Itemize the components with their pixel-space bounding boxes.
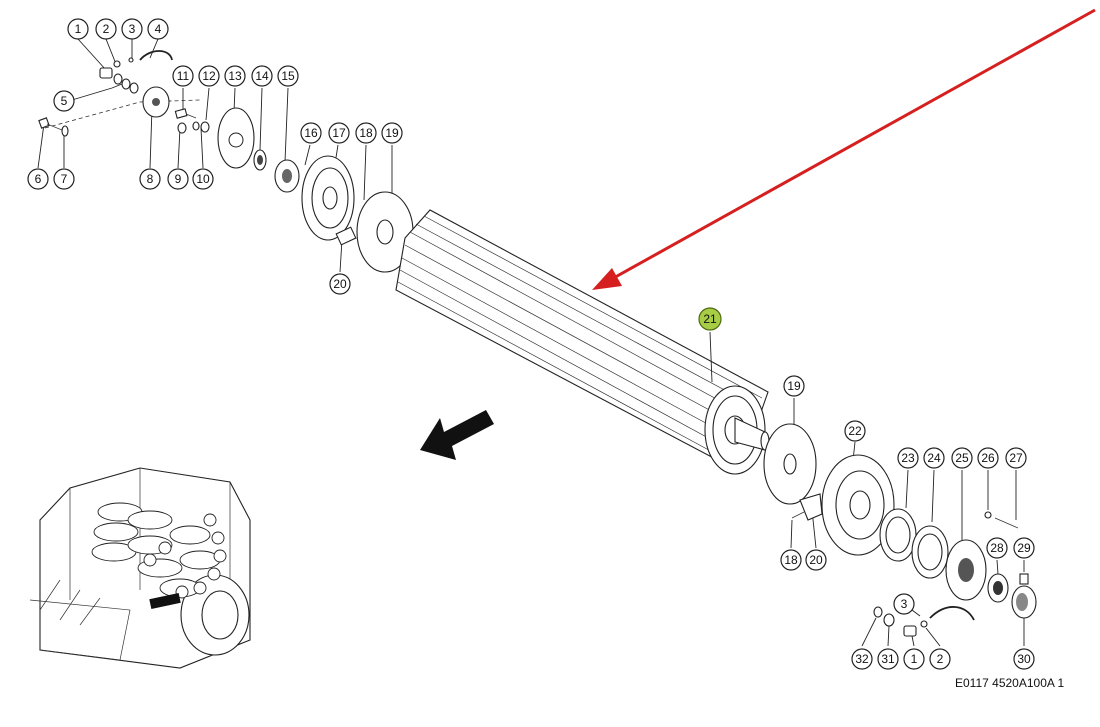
callout-25: 25 xyxy=(951,447,973,469)
svg-text:7: 7 xyxy=(61,172,68,186)
svg-text:2: 2 xyxy=(937,652,944,666)
svg-text:28: 28 xyxy=(990,541,1004,555)
callout-18-right: 18 xyxy=(780,549,802,571)
direction-arrow xyxy=(420,410,494,460)
svg-text:13: 13 xyxy=(228,69,242,83)
callout-14: 14 xyxy=(251,65,273,87)
callout-16: 16 xyxy=(300,122,322,144)
svg-text:26: 26 xyxy=(981,451,995,465)
callout-20: 20 xyxy=(329,273,351,295)
callout-26: 26 xyxy=(977,447,999,469)
callout-labels: 1 2 3 4 5 6 7 8 9 10 11 12 13 14 15 16 1… xyxy=(27,18,1035,670)
svg-text:19: 19 xyxy=(787,379,801,393)
callout-17: 17 xyxy=(328,122,350,144)
left-hardware-group xyxy=(37,38,414,273)
callout-29: 29 xyxy=(1013,537,1035,559)
svg-text:20: 20 xyxy=(809,553,823,567)
svg-text:23: 23 xyxy=(901,451,915,465)
callout-21-highlighted: 21 xyxy=(698,307,722,331)
svg-text:14: 14 xyxy=(255,69,269,83)
callout-23: 23 xyxy=(897,447,919,469)
callout-3: 3 xyxy=(121,18,143,40)
callout-2-lower: 2 xyxy=(929,648,951,670)
callout-18: 18 xyxy=(355,122,377,144)
svg-text:8: 8 xyxy=(147,172,154,186)
svg-text:32: 32 xyxy=(855,652,869,666)
callout-6: 6 xyxy=(27,168,49,190)
callout-12: 12 xyxy=(198,65,220,87)
callout-15: 15 xyxy=(277,65,299,87)
callout-9: 9 xyxy=(167,168,189,190)
callout-13: 13 xyxy=(224,65,246,87)
svg-text:11: 11 xyxy=(177,69,190,83)
callout-3-lower: 3 xyxy=(893,593,915,615)
callout-27: 27 xyxy=(1005,447,1027,469)
callout-30: 30 xyxy=(1013,648,1035,670)
svg-text:19: 19 xyxy=(385,126,399,140)
svg-text:20: 20 xyxy=(333,277,347,291)
red-pointer-arrow xyxy=(592,8,1096,290)
svg-text:4: 4 xyxy=(155,22,162,36)
right-hardware-group xyxy=(763,398,1037,647)
callout-8: 8 xyxy=(139,168,161,190)
svg-text:18: 18 xyxy=(784,553,798,567)
baler-thumbnail xyxy=(29,467,251,669)
svg-text:1: 1 xyxy=(75,22,82,36)
callout-19-right: 19 xyxy=(783,375,805,397)
callout-20-right: 20 xyxy=(805,549,827,571)
svg-text:6: 6 xyxy=(35,172,42,186)
callout-22: 22 xyxy=(844,420,866,442)
svg-text:27: 27 xyxy=(1009,451,1023,465)
svg-text:3: 3 xyxy=(901,597,908,611)
callout-2: 2 xyxy=(95,18,117,40)
svg-text:24: 24 xyxy=(927,451,941,465)
callout-28: 28 xyxy=(986,537,1008,559)
svg-text:22: 22 xyxy=(848,424,862,438)
roller-cylinder xyxy=(395,209,770,475)
diagram-reference-code: E0117 4520A100A 1 xyxy=(955,676,1065,690)
callout-4: 4 xyxy=(147,18,169,40)
svg-text:10: 10 xyxy=(196,172,210,186)
callout-1: 1 xyxy=(67,18,89,40)
svg-text:21: 21 xyxy=(703,312,717,326)
callout-1-lower: 1 xyxy=(903,648,925,670)
svg-text:9: 9 xyxy=(175,172,182,186)
callout-32: 32 xyxy=(851,648,873,670)
svg-text:2: 2 xyxy=(103,22,110,36)
svg-text:3: 3 xyxy=(129,22,136,36)
callout-11: 11 xyxy=(172,65,194,87)
svg-text:16: 16 xyxy=(304,126,318,140)
callout-19: 19 xyxy=(381,122,403,144)
svg-text:17: 17 xyxy=(332,126,346,140)
svg-text:30: 30 xyxy=(1017,652,1031,666)
svg-text:5: 5 xyxy=(61,94,68,108)
callout-5: 5 xyxy=(53,90,75,112)
callout-10: 10 xyxy=(192,168,214,190)
svg-text:1: 1 xyxy=(911,652,918,666)
svg-text:29: 29 xyxy=(1017,541,1031,555)
svg-text:18: 18 xyxy=(359,126,373,140)
svg-text:15: 15 xyxy=(281,69,295,83)
svg-text:25: 25 xyxy=(955,451,969,465)
callout-24: 24 xyxy=(923,447,945,469)
callout-31: 31 xyxy=(877,648,899,670)
svg-text:31: 31 xyxy=(881,652,895,666)
callout-7: 7 xyxy=(53,168,75,190)
svg-text:12: 12 xyxy=(202,69,216,83)
